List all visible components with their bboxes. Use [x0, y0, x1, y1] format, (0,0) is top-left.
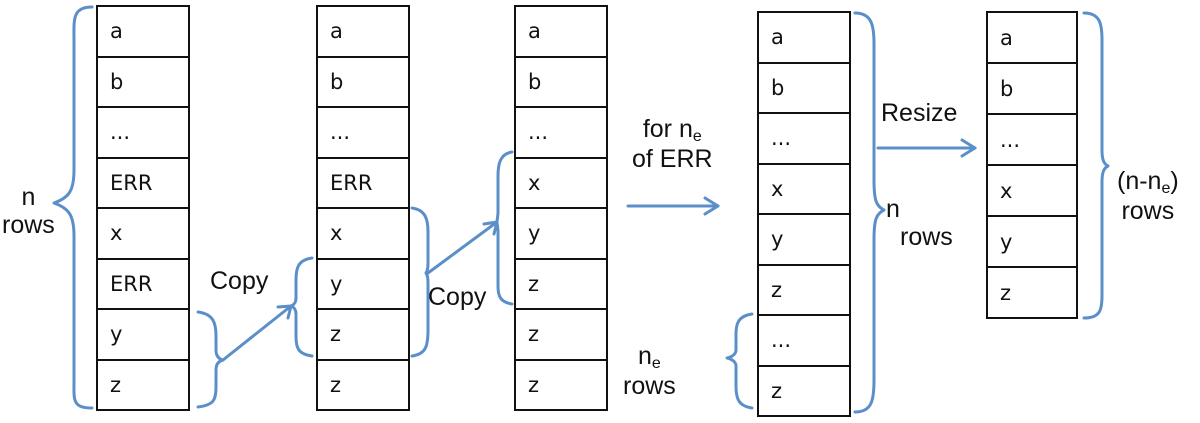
table-cell: ... [318, 108, 408, 159]
table-cell: z [98, 361, 188, 411]
table-cell: ... [988, 115, 1076, 166]
table-cell: a [988, 13, 1076, 64]
for-n-text: for n [642, 115, 693, 143]
table-cell: a [516, 7, 606, 58]
for-ne-label: for ne of ERR [632, 115, 713, 173]
subscript-e: e [1161, 180, 1171, 197]
table-cell: y [98, 310, 188, 361]
brace-col4-right [853, 11, 886, 414]
table-cell: y [988, 217, 1076, 268]
table-cell: b [759, 64, 849, 114]
table-column-2: a b ... ERR x y z z [316, 5, 410, 411]
n-rows-label-left: n rows [2, 183, 55, 239]
table-cell: z [988, 268, 1076, 319]
table-column-1: a b ... ERR x ERR y z [96, 5, 190, 411]
table-cell: ERR [98, 159, 188, 209]
table-cell: z [516, 310, 606, 361]
table-column-5: a b ... x y z [986, 11, 1078, 319]
table-cell: z [318, 361, 408, 411]
table-cell: x [98, 209, 188, 260]
table-cell: y [318, 260, 408, 310]
table-cell: b [98, 58, 188, 108]
subscript-e: e [692, 128, 702, 145]
copy-label-2: Copy [428, 283, 487, 311]
rows-label: rows [2, 210, 55, 239]
table-cell: z [318, 310, 408, 361]
table-cell: ... [759, 114, 849, 165]
table-cell: b [988, 64, 1076, 115]
final-open: (n-n [1117, 167, 1162, 195]
ne-rows-label: ne rows [623, 342, 676, 400]
table-cell: z [759, 367, 849, 417]
rows-label: rows [900, 222, 953, 251]
brace-col1 [196, 310, 225, 409]
copy-arrow-2 [426, 220, 499, 275]
subscript-e: e [651, 355, 661, 372]
table-cell: b [516, 58, 606, 108]
final-close: ) [1170, 167, 1179, 195]
table-column-4: a b ... x y z ... z [757, 11, 851, 417]
table-cell: z [516, 361, 606, 411]
table-cell: ... [98, 108, 188, 159]
final-rows-label: (n-ne) rows [1117, 167, 1179, 225]
table-cell: x [516, 159, 606, 209]
ne-n-text: n [637, 342, 652, 370]
table-cell: x [988, 166, 1076, 217]
ne-rows-text: rows [623, 371, 676, 400]
table-cell: ERR [318, 159, 408, 209]
table-cell: z [759, 266, 849, 316]
brace-left [52, 5, 94, 410]
n-rows-label-right: n rows [886, 195, 953, 251]
table-cell: x [759, 165, 849, 215]
table-cell: a [318, 7, 408, 58]
brace-col3-left [495, 150, 514, 306]
n-label: n [886, 195, 900, 223]
of-err-text: of ERR [632, 144, 713, 173]
table-cell: ERR [98, 260, 188, 310]
table-cell: z [516, 260, 606, 310]
copy-label-1: Copy [210, 267, 269, 295]
brace-col5-right [1082, 11, 1110, 320]
table-column-3: a b ... x y z z z [514, 5, 608, 411]
table-cell: a [759, 13, 849, 64]
brace-col4-left [725, 312, 754, 410]
table-cell: y [759, 215, 849, 266]
copy-arrow-1 [221, 304, 293, 362]
brace-col2-left [289, 256, 314, 358]
table-cell: ... [516, 108, 606, 159]
resize-label: Resize [881, 99, 958, 127]
table-cell: y [516, 209, 606, 260]
table-cell: b [318, 58, 408, 108]
table-cell: a [98, 7, 188, 58]
table-cell: x [318, 209, 408, 260]
final-rows-text: rows [1121, 196, 1175, 225]
n-label: n [21, 183, 36, 211]
brace-col2-right [410, 206, 430, 358]
table-cell: ... [759, 316, 849, 367]
